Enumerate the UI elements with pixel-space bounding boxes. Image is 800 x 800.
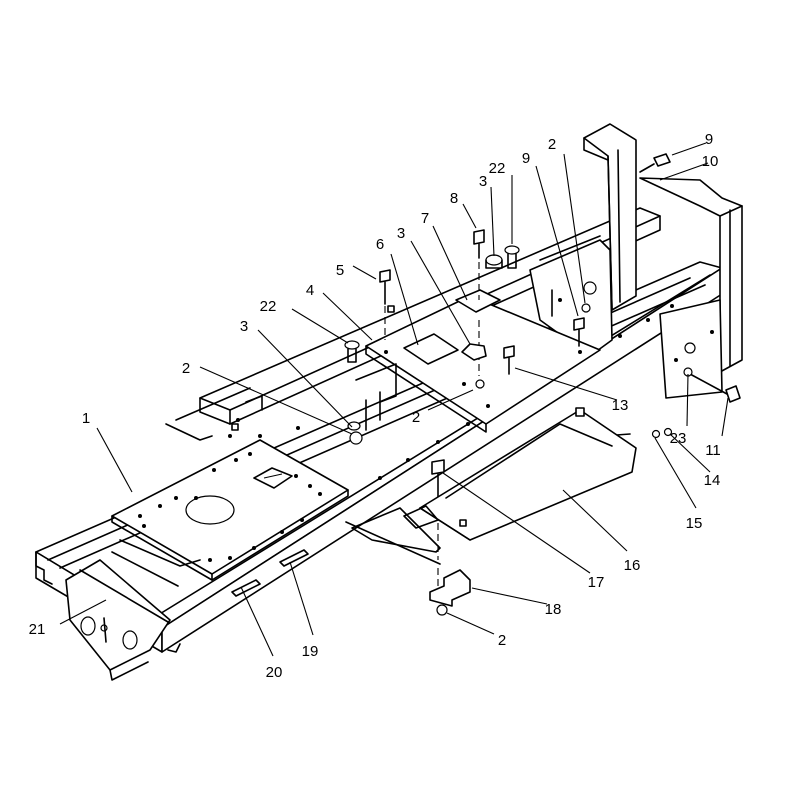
callout-leader-4 (322, 292, 373, 341)
floor-panel (345, 407, 637, 565)
callout-leader-3 (257, 329, 353, 428)
callout-leader-21 (59, 599, 107, 625)
callout-number-1: 1 (82, 410, 90, 427)
callout-number-22: 22 (260, 298, 277, 315)
callout-leader-20 (240, 586, 274, 657)
callout-number-11: 11 (705, 442, 721, 459)
callout-number-18: 18 (545, 601, 562, 618)
callout-number-3: 3 (240, 318, 248, 335)
callout-leader-2 (427, 389, 474, 411)
callout-number-7: 7 (421, 210, 429, 227)
callout-leader-17 (442, 472, 591, 574)
callout-number-9: 9 (522, 150, 530, 167)
callout-number-16: 16 (624, 557, 641, 574)
callout-leader-2 (563, 153, 586, 304)
callout-number-14: 14 (704, 472, 721, 489)
callout-number-5: 5 (336, 262, 344, 279)
callout-leader-22 (291, 308, 349, 344)
center-mounting-plate (365, 289, 601, 433)
rail-slots (231, 549, 309, 597)
callout-leader-7 (432, 225, 468, 301)
callout-number-2: 2 (182, 360, 190, 377)
callout-leader-8 (462, 203, 477, 229)
callout-leader-18 (471, 587, 548, 605)
callout-number-22: 22 (489, 160, 506, 177)
callout-number-15: 15 (686, 515, 703, 532)
callout-leader-2 (446, 612, 495, 635)
callout-number-4: 4 (306, 282, 314, 299)
callout-leader-9 (535, 165, 579, 317)
callout-number-3: 3 (397, 225, 405, 242)
callout-leader-1 (96, 427, 133, 493)
seat-mounting-plate (111, 439, 349, 581)
callout-number-2: 2 (498, 632, 506, 649)
callout-number-19: 19 (302, 643, 319, 660)
callout-leader-14 (669, 433, 711, 473)
callout-leader-23 (686, 373, 689, 427)
callout-leader-15 (654, 437, 697, 509)
rear-upright-bracket (583, 123, 743, 399)
callout-leader-10 (659, 162, 709, 181)
misc-tabs (231, 305, 467, 527)
callout-leader-19 (289, 561, 314, 636)
callout-leader-9 (671, 142, 707, 156)
callout-leader-3 (410, 240, 471, 345)
callout-leader-3 (490, 186, 495, 257)
callout-number-23: 23 (670, 430, 687, 447)
front-hitch-plate (65, 539, 201, 681)
callout-number-21: 21 (29, 621, 46, 638)
callout-leader-13 (514, 367, 618, 401)
callout-number-6: 6 (376, 236, 384, 253)
callout-number-20: 20 (266, 664, 283, 681)
callout-leader-2 (199, 366, 353, 435)
callout-number-3: 3 (479, 173, 487, 190)
callout-number-17: 17 (588, 574, 605, 591)
callout-leader-5 (352, 265, 377, 280)
center-bracket (529, 235, 613, 357)
callout-leader-11 (721, 397, 729, 437)
callout-leader-16 (562, 489, 628, 552)
callout-number-9: 9 (705, 131, 713, 148)
callout-number-13: 13 (612, 397, 629, 414)
callout-number-2: 2 (548, 136, 556, 153)
callout-number-2: 2 (412, 409, 420, 426)
callout-number-8: 8 (450, 190, 458, 207)
callout-number-10: 10 (702, 153, 719, 170)
callout-leader-6 (390, 253, 419, 346)
